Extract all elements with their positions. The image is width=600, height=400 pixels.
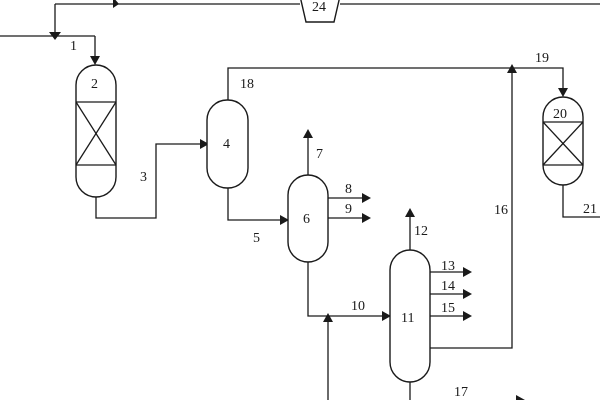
- stream-label-1: 1: [70, 39, 77, 54]
- stream-label-16: 16: [494, 203, 508, 218]
- stream-8: 8: [328, 182, 371, 203]
- stream-label-3: 3: [140, 170, 147, 185]
- reactor-2: 2: [75, 64, 117, 198]
- arrowhead: [362, 213, 371, 223]
- arrowhead: [463, 311, 472, 321]
- stream-21: 21: [562, 185, 600, 218]
- arrowhead: [463, 267, 472, 277]
- unit-label-2: 2: [91, 77, 98, 92]
- arrowhead: [113, 0, 119, 8]
- stream-7: 7: [303, 129, 323, 175]
- stream-13: 13: [430, 259, 472, 277]
- arrowhead: [362, 193, 371, 203]
- arrowhead: [405, 208, 415, 217]
- stream-14: 14: [430, 279, 472, 299]
- stream-3: 3: [95, 139, 209, 219]
- stream-label-14: 14: [441, 279, 455, 294]
- arrowhead: [463, 289, 472, 299]
- arrowhead: [558, 88, 568, 97]
- stream-label-7: 7: [316, 147, 323, 162]
- column-11: 11: [389, 249, 431, 383]
- stream-1: 1: [0, 35, 100, 65]
- unit-label-24: 24: [312, 0, 326, 15]
- stream-label-5: 5: [253, 231, 260, 246]
- arrowhead: [280, 215, 289, 225]
- stream-label-13: 13: [441, 259, 455, 274]
- stream-label-18: 18: [240, 77, 254, 92]
- arrowhead: [323, 313, 333, 322]
- arrowhead: [303, 129, 313, 138]
- arrowhead: [382, 311, 391, 321]
- unit-label-6: 6: [303, 212, 310, 227]
- stream-12: 12: [405, 208, 428, 250]
- stream-18-19: 18 19: [227, 51, 568, 100]
- vessel-4: 4: [206, 99, 249, 189]
- stream-label-12: 12: [414, 224, 428, 239]
- unit-label-20: 20: [553, 107, 567, 122]
- stream-16: 16: [430, 68, 513, 349]
- stream-5: 5: [227, 188, 289, 246]
- stream-label-19: 19: [535, 51, 549, 66]
- stream-9: 9: [328, 202, 371, 223]
- unit-label-11: 11: [401, 311, 414, 326]
- stream-label-8: 8: [345, 182, 352, 197]
- arrowhead: [200, 139, 209, 149]
- stream-label-21: 21: [583, 202, 597, 217]
- stream-label-17: 17: [454, 385, 468, 400]
- reactor-20: 20: [542, 96, 584, 186]
- arrowhead: [90, 56, 100, 65]
- stream-17: 17: [409, 382, 525, 400]
- compressor-24: 24: [300, 0, 340, 23]
- stream-label-9: 9: [345, 202, 352, 217]
- arrowhead: [516, 395, 525, 400]
- vessel-6: 6: [287, 174, 329, 263]
- stream-label-15: 15: [441, 301, 455, 316]
- unit-label-4: 4: [223, 137, 230, 152]
- stream-15: 15: [430, 301, 472, 321]
- stream-label-10: 10: [351, 299, 365, 314]
- stream-10: 10: [307, 262, 391, 400]
